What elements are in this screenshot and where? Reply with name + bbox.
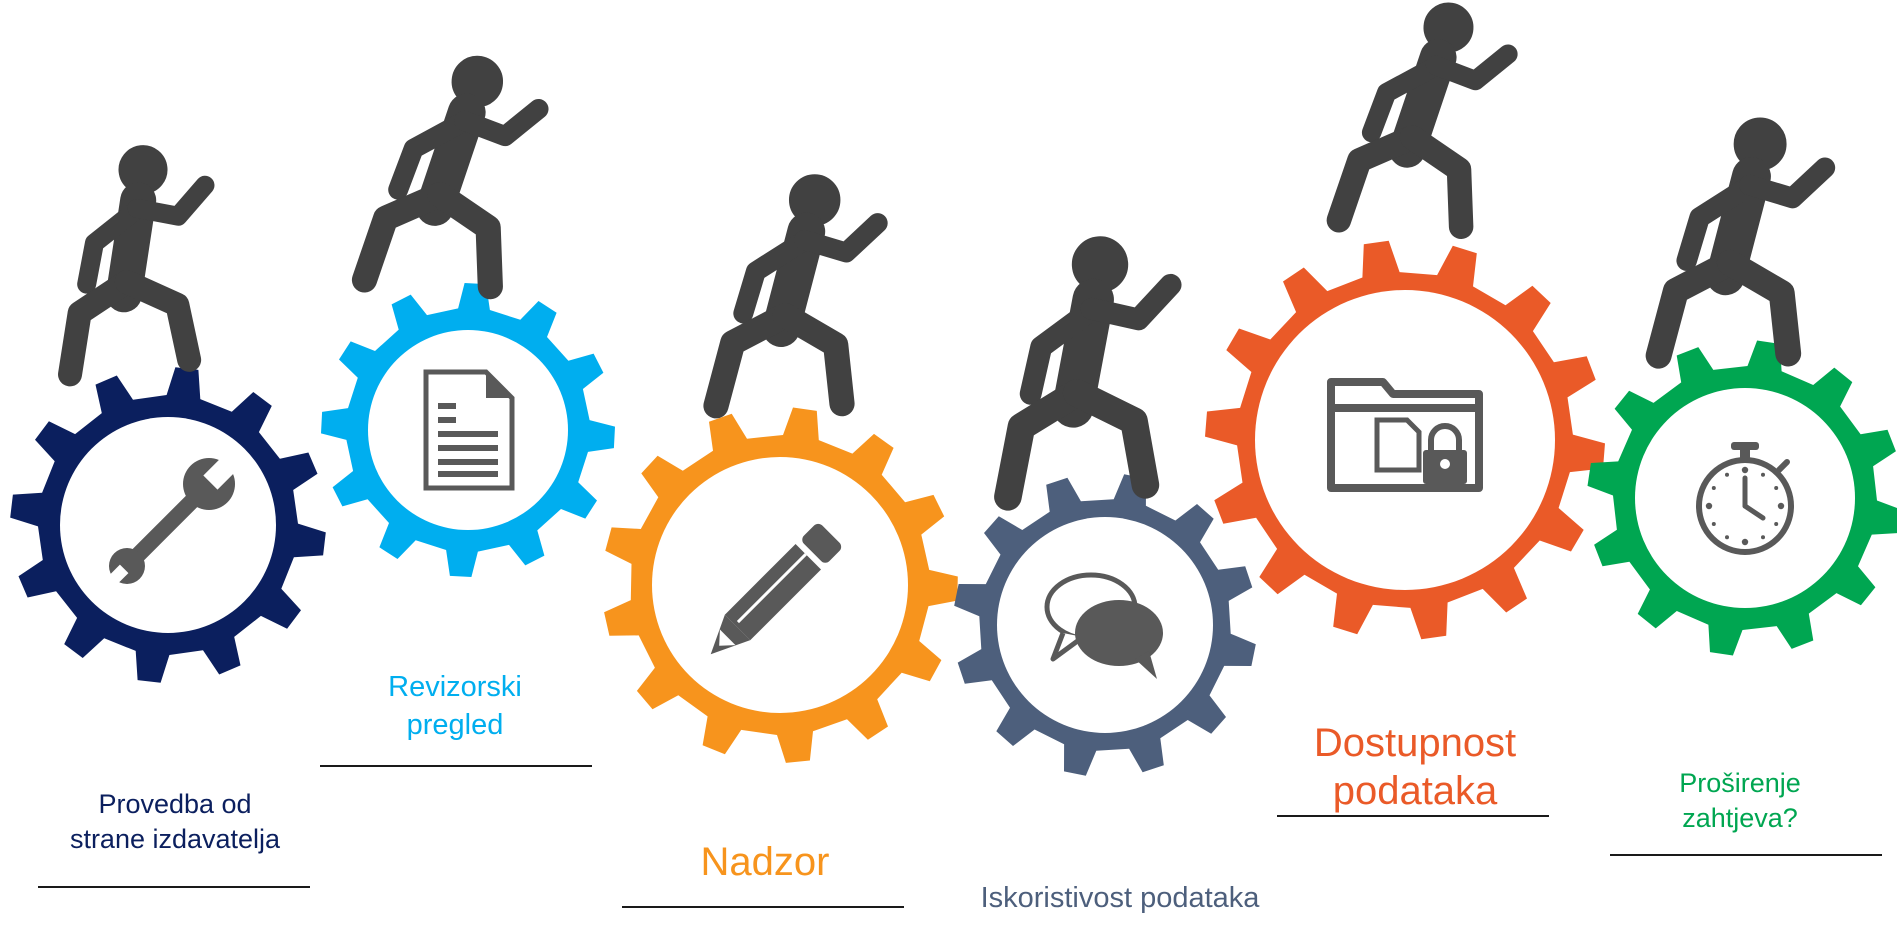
underline-dostupnost [1277, 815, 1549, 817]
underline-revizorski [320, 765, 592, 767]
chat-bubbles-icon [1044, 572, 1163, 679]
document-icon [423, 369, 515, 491]
gear-nadzor [604, 407, 958, 763]
gear-revizorski [321, 283, 615, 577]
running-person-icon [990, 232, 1184, 497]
wrench-icon [107, 452, 241, 586]
gear-provedba [10, 367, 326, 683]
stopwatch-icon [1696, 442, 1794, 555]
running-person-icon [716, 175, 878, 406]
label-nadzor: Nadzor [700, 840, 830, 884]
underline-provedba [38, 886, 310, 888]
underline-nadzor [622, 906, 904, 908]
label-iskoristivost: Iskoristivost podataka [980, 882, 1260, 914]
running-person-icon [1659, 118, 1825, 356]
running-person-icon [364, 50, 541, 292]
running-person-icon [1339, 0, 1511, 231]
gear-iskoristivost [954, 474, 1256, 776]
gear-dostupnost [1205, 240, 1605, 640]
underline-prosirenje [1610, 854, 1882, 856]
label-revizorski: Revizorski pregled [388, 671, 522, 741]
label-provedba: Provedba od strane izdavatelja [69, 789, 281, 855]
pencil-icon [710, 523, 842, 655]
locked-folder-icon [1327, 378, 1483, 492]
label-dostupnost: Dostupnost podataka [1313, 721, 1517, 813]
running-person-icon [47, 139, 223, 374]
label-prosirenje: Proširenje zahtjeva? [1679, 768, 1801, 834]
gear-prosirenje [1587, 340, 1897, 656]
